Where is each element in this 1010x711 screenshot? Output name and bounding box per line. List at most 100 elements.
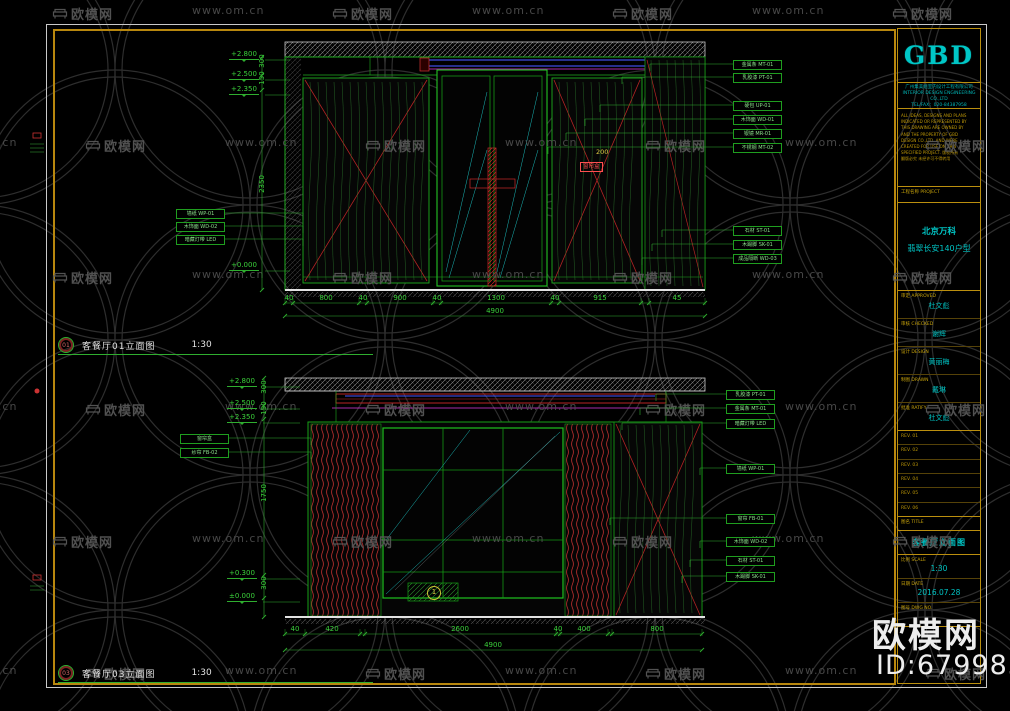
material-callout: 窗帘盒 xyxy=(180,434,229,444)
material-callout: 金属条 MT-01 xyxy=(726,404,775,414)
dim-label: 900 xyxy=(393,294,407,302)
note: 窗帘盒 xyxy=(580,162,603,172)
material-callout: 暗藏灯带 LED xyxy=(726,419,775,429)
person-label: 审定 APPROVED xyxy=(901,294,936,299)
material-callout: 暗藏灯带 LED xyxy=(176,235,225,245)
dim-total: 4900 xyxy=(484,641,502,649)
dim-label: 40 xyxy=(550,294,560,302)
person-row: 审定 APPROVED 杜文彪 xyxy=(898,291,980,319)
rev-row: REV. 01 xyxy=(898,431,980,446)
dim-label: 915 xyxy=(593,294,607,302)
disclaimer-line: INDICATED OR REPRESENTED BY xyxy=(901,119,967,125)
disclaimer-line: 翻版必究 未经许可不得转用 xyxy=(901,156,951,162)
material-callout: 石材 ST-01 xyxy=(726,556,775,566)
drawing-title-section: 客餐厅立面图 xyxy=(898,531,980,555)
drawing1-label-strip: 01 客餐厅01立面图 1:30 xyxy=(58,336,373,355)
material-callout: 成品隔断 WD-03 xyxy=(733,254,782,264)
material-callout: 木饰面 WD-01 xyxy=(733,115,782,125)
meta-row: 图号 DWG NO. xyxy=(898,603,980,626)
material-callout: 银镜 MR-01 xyxy=(733,129,782,139)
rev-row: REV. 05 xyxy=(898,488,980,503)
dim-label: 40 xyxy=(290,625,300,633)
detail-badge-01: 01 xyxy=(58,337,74,353)
disclaimer-line: ALL IDEAS, DESIGNS AND PLANS xyxy=(901,113,967,118)
dim-label: 400 xyxy=(577,625,591,633)
dim-label: 1750 xyxy=(260,484,268,502)
material-callout: 不锈钢 MT-02 xyxy=(733,143,782,153)
meta-row: 比例 SCALE 1:30 xyxy=(898,555,980,579)
meta-label: 比例 SCALE xyxy=(901,558,926,563)
material-callout: 木踢脚 SK-01 xyxy=(726,572,775,582)
elevation-marker: +0.000 xyxy=(229,261,259,273)
material-callout: 乳胶漆 PT-01 xyxy=(733,73,782,83)
company-line: 广州集美组室内设计工程有限公司 xyxy=(905,85,973,90)
dim-label: 150 xyxy=(260,401,268,415)
logo-section: GBD xyxy=(898,29,980,83)
detail-badge-03: 03 xyxy=(58,665,74,681)
person-name: 杜文彪 xyxy=(928,302,950,310)
material-callout: 金属条 MT-01 xyxy=(733,60,782,70)
elevation-marker: +2.500 xyxy=(227,399,257,411)
elevation-marker: +2.350 xyxy=(227,413,257,425)
project-name-2: 翡翠长安140户型 xyxy=(907,244,971,253)
disclaimer-line: DESIGN CO.,LTD. AND WERE xyxy=(901,137,958,143)
person-label: 审核 CHECKED xyxy=(901,322,934,327)
material-callout: 乳胶漆 PT-01 xyxy=(726,390,775,400)
dim-label: 2600 xyxy=(451,625,469,633)
elevation-marker: +2.500 xyxy=(229,70,259,82)
material-callout: 石材 ST-01 xyxy=(733,226,782,236)
project-label-section: 工程名称 PROJECT xyxy=(898,187,980,203)
sheet-inner-frame xyxy=(53,29,896,685)
material-callout: 木饰面 WD-02 xyxy=(176,222,225,232)
company-line: TEL/FAX：020-84387958 xyxy=(911,103,967,108)
meta-value: 1:30 xyxy=(930,564,948,573)
material-callout: 木踢脚 SK-01 xyxy=(733,240,782,250)
dim-label: 1300 xyxy=(487,294,505,302)
project-label: 工程名称 PROJECT xyxy=(901,190,940,195)
dim-label: 800 xyxy=(650,625,664,633)
person-label: 制图 DRAWN xyxy=(901,378,929,383)
material-callout: 墙纸 WP-01 xyxy=(176,209,225,219)
watermark-brand-large: 欧模网 xyxy=(872,616,980,656)
dim-label: 40 xyxy=(553,625,563,633)
dim-total: 4900 xyxy=(486,307,504,315)
meta-label: 图号 DWG NO. xyxy=(901,606,933,611)
elevation-03 xyxy=(284,377,706,624)
dim-label: 45 xyxy=(672,294,682,302)
dim-label: 420 xyxy=(325,625,339,633)
title-label: 图名 TITLE xyxy=(901,520,924,525)
meta-label: 日期 DATE xyxy=(901,582,924,587)
dim-label: 300 xyxy=(260,576,268,590)
project-name-section: 北京万科 翡翠长安140户型 xyxy=(898,203,980,291)
dim-label: 40 xyxy=(284,294,294,302)
drawing2-title: 客餐厅03立面图 xyxy=(82,669,156,680)
drawing1-scale: 1:30 xyxy=(191,340,212,350)
rev-row: REV. 04 xyxy=(898,474,980,489)
person-name: 黄丽梅 xyxy=(928,358,950,366)
person-name: 杜文彪 xyxy=(928,414,950,422)
disclaimer-line: AND THE PROPERTY OF GBD xyxy=(901,131,958,137)
disclaimer-line: THIS DRAWING ARE OWNED BY xyxy=(901,125,964,131)
margin-marks xyxy=(30,132,44,591)
rev-row: REV. 03 xyxy=(898,460,980,474)
dim-label: 2350 xyxy=(258,175,266,193)
person-name: 谢辉 xyxy=(932,330,946,338)
dim-label: 150 xyxy=(258,71,266,85)
dim-label: 40 xyxy=(432,294,442,302)
elevation-marker: +2.800 xyxy=(229,50,259,62)
note: 1 xyxy=(427,586,441,600)
drawing2-scale: 1:30 xyxy=(191,668,212,678)
material-callout: 木饰面 WD-02 xyxy=(726,537,775,547)
sheet-outer-border xyxy=(46,24,987,688)
dim-label: 800 xyxy=(319,294,333,302)
disclaimer-line: SPECIFIED PROJECT. 版权所有 xyxy=(901,150,959,156)
meta-value: 2016.07.28 xyxy=(917,588,961,597)
